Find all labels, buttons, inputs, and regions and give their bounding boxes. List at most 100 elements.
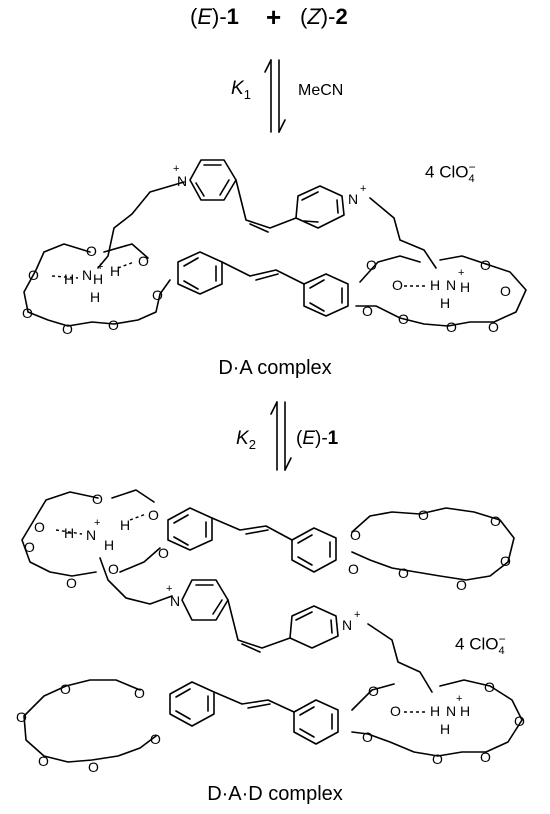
atom-n-ammonium: N bbox=[446, 277, 456, 293]
atom-h: H bbox=[110, 263, 120, 279]
atom-o: O bbox=[134, 685, 145, 701]
crown-ether-top-right bbox=[351, 507, 515, 581]
atom-n-pyr-left: N bbox=[177, 173, 187, 189]
atom-h: H bbox=[440, 295, 450, 311]
atom-o: O bbox=[138, 253, 149, 269]
atom-n-pyr-right: N bbox=[348, 191, 358, 207]
atom-o: O bbox=[86, 243, 97, 259]
propyl-chain-mid-right bbox=[367, 623, 433, 693]
cis-alkene-mid bbox=[227, 599, 291, 649]
benzene-bottom-right bbox=[293, 699, 339, 745]
atom-o: O bbox=[62, 321, 73, 337]
atom-h: H bbox=[120, 517, 130, 533]
atom-o: O bbox=[148, 507, 159, 523]
counterion-label-1: 4 ClO4− bbox=[425, 160, 476, 186]
charge-plus: + bbox=[97, 261, 103, 273]
atom-h: H bbox=[460, 279, 470, 295]
charge-plus: + bbox=[94, 517, 100, 529]
atom-o: O bbox=[484, 679, 495, 695]
atom-o: O bbox=[348, 561, 359, 577]
atom-h: H bbox=[104, 537, 114, 553]
atom-o: O bbox=[16, 709, 27, 725]
atom-o: O bbox=[60, 681, 71, 697]
atom-n-ammonium: N bbox=[446, 703, 456, 719]
crown-ether-right bbox=[355, 255, 527, 327]
atom-o: O bbox=[22, 305, 33, 321]
crown-ether-left bbox=[23, 243, 171, 327]
atom-o: O bbox=[500, 283, 511, 299]
atom-o: O bbox=[500, 553, 511, 569]
reactant-z2-label: (Z)-2 bbox=[300, 4, 348, 29]
reactant-e1-label: (E)-1 bbox=[190, 4, 239, 29]
atom-h: H bbox=[430, 703, 440, 719]
dad-complex-structure bbox=[21, 489, 523, 763]
atom-o: O bbox=[392, 277, 403, 293]
atom-o: O bbox=[28, 267, 39, 283]
atom-o: O bbox=[158, 545, 169, 561]
benzene-top-right bbox=[291, 527, 337, 573]
charge-plus: + bbox=[456, 693, 462, 705]
da-complex-caption: D·A complex bbox=[218, 357, 332, 379]
dad-complex-caption: D·A·D complex bbox=[207, 783, 343, 805]
atom-o: O bbox=[398, 311, 409, 327]
charge-plus: + bbox=[458, 267, 464, 279]
atom-h: H bbox=[93, 271, 103, 287]
atom-o: O bbox=[38, 753, 49, 769]
charge-plus: + bbox=[173, 163, 179, 175]
propyl-chain-mid-left bbox=[99, 557, 173, 605]
pyridinium-ring-right bbox=[295, 185, 345, 229]
atom-o: O bbox=[88, 759, 99, 775]
benzene-right bbox=[303, 273, 349, 317]
atom-h: H bbox=[90, 289, 100, 305]
solvent-label: MeCN bbox=[298, 82, 344, 99]
atom-o: O bbox=[362, 729, 373, 745]
cis-alkene bbox=[235, 179, 297, 229]
charge-plus: + bbox=[166, 583, 172, 595]
atom-o: O bbox=[398, 565, 409, 581]
benzene-top-left bbox=[167, 507, 213, 551]
atom-o: O bbox=[108, 561, 119, 577]
charge-plus: + bbox=[360, 183, 366, 195]
trans-alkene-bottom bbox=[213, 691, 295, 713]
atom-n-pyr: N bbox=[170, 593, 180, 609]
charge-plus: + bbox=[354, 609, 360, 621]
counterion-label-2: 4 ClO4− bbox=[455, 632, 506, 658]
atom-o: O bbox=[366, 257, 377, 273]
atom-o: O bbox=[34, 519, 45, 535]
k2-label: K2 bbox=[236, 428, 256, 452]
atom-o: O bbox=[390, 703, 401, 719]
crown-ether-bottom-right bbox=[351, 679, 523, 757]
atom-h: H bbox=[460, 703, 470, 719]
da-complex-structure bbox=[23, 159, 527, 327]
atom-h: H bbox=[440, 721, 450, 737]
atom-o: O bbox=[488, 319, 499, 335]
atom-o: O bbox=[432, 751, 443, 767]
atom-n-pyr: N bbox=[342, 617, 352, 633]
atom-o: O bbox=[350, 527, 361, 543]
atom-h: H bbox=[64, 271, 74, 287]
atom-o: O bbox=[66, 575, 77, 591]
trans-alkene bbox=[221, 261, 305, 285]
reagent-e1-label: (E)-1 bbox=[296, 428, 339, 449]
plus-sign: + bbox=[266, 2, 282, 32]
trans-alkene-top bbox=[211, 517, 293, 541]
atom-o: O bbox=[108, 317, 119, 333]
propyl-chain-left bbox=[97, 181, 185, 269]
atom-n-ammonium: N bbox=[82, 267, 92, 283]
atom-o: O bbox=[24, 539, 35, 555]
equilibrium-arrow-2 bbox=[270, 401, 292, 471]
atom-o: O bbox=[514, 713, 525, 729]
atom-o: O bbox=[480, 749, 491, 765]
crown-ether-top-left bbox=[21, 489, 161, 577]
atom-o: O bbox=[446, 319, 457, 335]
atom-o: O bbox=[150, 731, 161, 747]
atom-o: O bbox=[456, 577, 467, 593]
equilibrium-arrow-1 bbox=[264, 59, 286, 133]
atom-o: O bbox=[362, 303, 373, 319]
atom-o: O bbox=[480, 257, 491, 273]
atom-o: O bbox=[92, 491, 103, 507]
atom-o: O bbox=[418, 507, 429, 523]
crown-ether-bottom-left bbox=[23, 679, 157, 763]
propyl-chain-right bbox=[369, 197, 437, 269]
